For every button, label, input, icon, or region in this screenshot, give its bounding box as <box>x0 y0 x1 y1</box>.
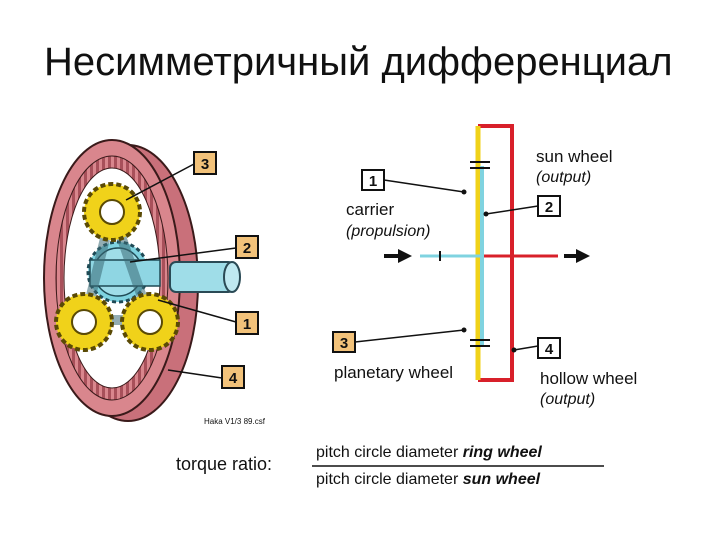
svg-text:2: 2 <box>243 240 251 257</box>
formula-numerator: pitch circle diameter ring wheel <box>316 444 542 461</box>
planet-gear-left <box>54 292 114 352</box>
svg-text:3: 3 <box>340 335 348 352</box>
page-title: Несимметричный дифференциал <box>44 40 673 84</box>
torque-formula: torque ratio: pitch circle diameter ring… <box>176 444 604 488</box>
planet-gear-top <box>82 182 142 242</box>
callout-1-left: 1 <box>235 311 259 335</box>
callout-2-right: 2 <box>537 195 561 217</box>
planetary-wheel-label: planetary wheel <box>334 363 453 382</box>
right-leader-lines <box>354 179 539 351</box>
carrier-label: carrier <box>346 200 395 219</box>
callout-3-right: 3 <box>332 331 356 353</box>
svg-text:1: 1 <box>243 316 251 333</box>
credit-text: Haka V1/3 89.csf <box>204 417 266 426</box>
callout-2-left: 2 <box>235 235 259 259</box>
output-arrow <box>564 249 590 263</box>
input-arrow <box>384 249 412 263</box>
svg-text:4: 4 <box>229 370 238 387</box>
planet-gear-right <box>120 292 180 352</box>
carrier-sublabel: (propulsion) <box>346 223 430 240</box>
svg-text:1: 1 <box>369 173 377 190</box>
bearing-marks <box>439 161 490 347</box>
sun-wheel-label: sun wheel <box>536 147 613 166</box>
schematic: 1 2 3 4 sun wheel (output) carrier (prop… <box>332 124 637 408</box>
left-leader-lines <box>125 163 237 379</box>
hollow-wheel-line <box>478 124 514 382</box>
callout-3-left: 3 <box>193 151 217 175</box>
svg-text:2: 2 <box>545 199 553 216</box>
formula-denominator: pitch circle diameter sun wheel <box>316 471 541 488</box>
callout-1-right: 1 <box>361 169 385 191</box>
callout-4-left: 4 <box>221 365 245 389</box>
sun-wheel-sublabel: (output) <box>536 169 591 186</box>
gear-illustration: 3 2 1 4 Haka V1/3 89.csf <box>43 139 266 426</box>
hollow-wheel-sublabel: (output) <box>540 391 595 408</box>
svg-text:3: 3 <box>201 156 209 173</box>
shaft-end <box>223 261 241 293</box>
torque-ratio-label: torque ratio: <box>176 454 272 474</box>
hollow-wheel-label: hollow wheel <box>540 369 637 388</box>
callout-4-right: 4 <box>537 337 561 359</box>
svg-text:4: 4 <box>545 341 554 358</box>
